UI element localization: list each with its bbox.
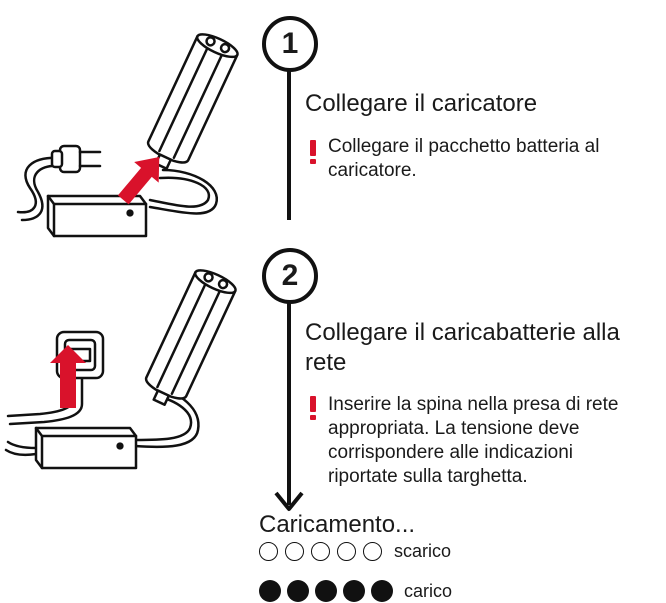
step1-number: 1 — [262, 16, 318, 72]
step2-number: 2 — [262, 248, 318, 304]
charging-status-title: Caricamento... — [259, 511, 416, 538]
exclamation-icon — [310, 140, 316, 164]
led-full-icon — [259, 580, 281, 602]
led-full-icon — [287, 580, 309, 602]
charger-icon — [34, 426, 138, 470]
step1-illustration — [16, 33, 239, 238]
led-empty-icon — [337, 542, 356, 561]
battery-pack-icon — [147, 33, 239, 170]
led-full-icon — [343, 580, 365, 602]
charger-icon — [46, 194, 148, 238]
step1-note: Collegare il pacchetto batteria al caric… — [328, 136, 600, 181]
empty-label: scarico — [394, 541, 452, 561]
led-full-row: carico — [259, 580, 452, 602]
led-empty-icon — [259, 542, 278, 561]
step1-title: Collegare il caricatore — [305, 90, 538, 117]
plug-icon — [50, 144, 102, 174]
led-empty-icon — [285, 542, 304, 561]
plug-in-arrow-icon — [50, 345, 86, 408]
led-full-icon — [315, 580, 337, 602]
timeline-arrow-icon — [274, 491, 304, 511]
led-empty-row: scarico — [259, 541, 451, 562]
battery-pack-icon — [145, 269, 237, 406]
exclamation-icon — [310, 396, 316, 420]
led-empty-icon — [311, 542, 330, 561]
full-label: carico — [404, 580, 453, 601]
step2-note: Inserire la spina nella presa di rete ap… — [328, 394, 619, 487]
led-full-icon — [371, 580, 393, 602]
step2-illustration — [4, 269, 237, 470]
insert-arrow-icon — [117, 157, 160, 205]
led-empty-icon — [363, 542, 382, 561]
step2-title: Collegare il caricabatterie alla rete — [305, 319, 620, 376]
